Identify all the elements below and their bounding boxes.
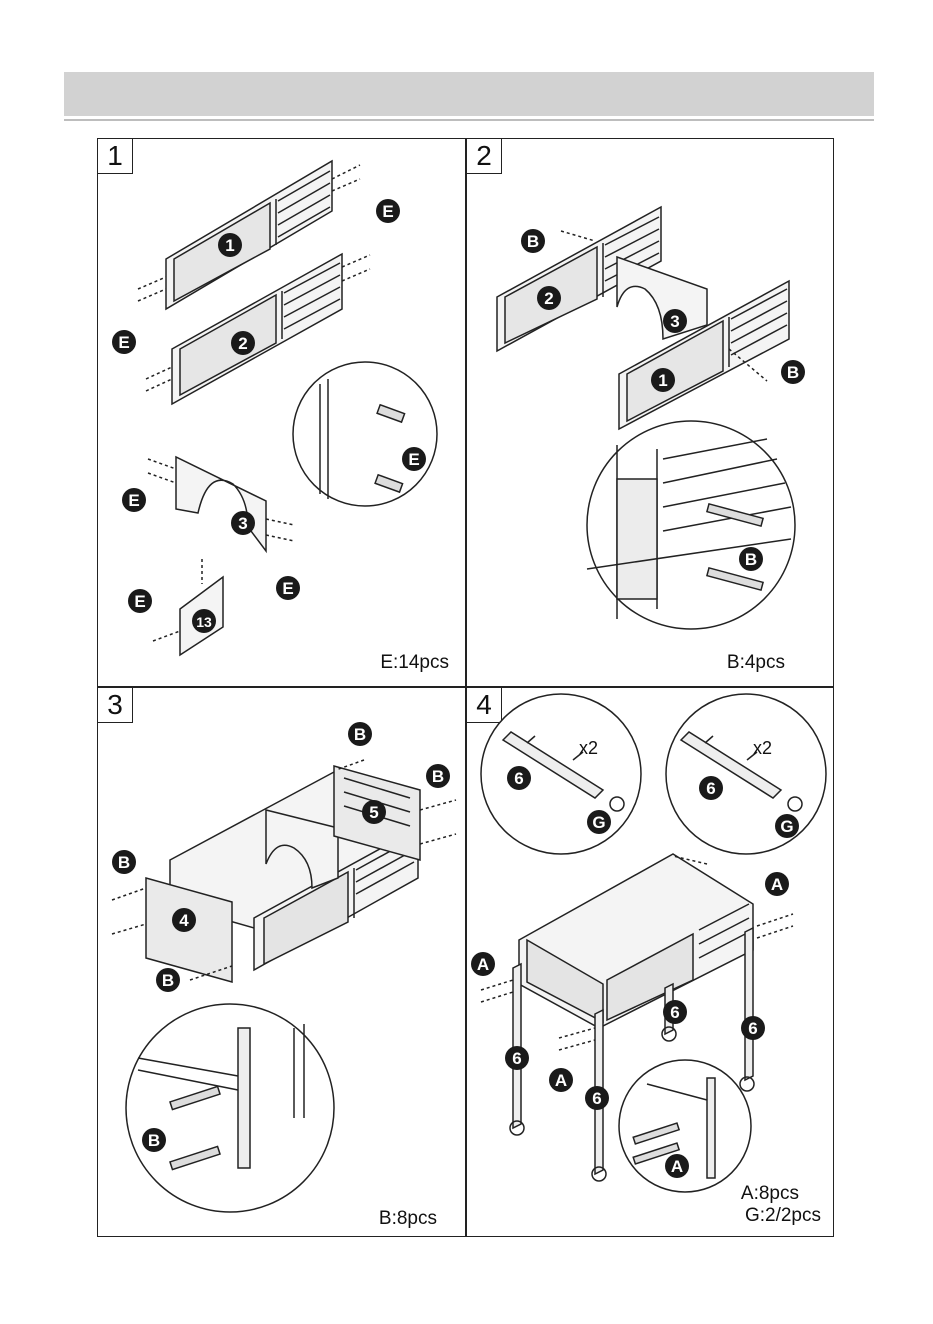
svg-text:5: 5 [369,803,378,822]
step-3-panel: 3 4 [98,688,465,1236]
step-1-panel: 1 [98,139,465,686]
board-3 [176,457,266,551]
detail-circle-3 [126,1004,334,1212]
step-2-quantity: B:4pcs [727,652,785,674]
svg-text:E: E [134,592,145,611]
detail-circle-1 [293,362,437,506]
step-3-illustration: 4 5 B B B B B [98,688,465,1236]
svg-text:x2: x2 [579,738,598,758]
svg-text:A: A [771,875,783,894]
svg-text:3: 3 [670,312,679,331]
svg-text:B: B [148,1131,160,1150]
svg-text:E: E [128,491,139,510]
svg-text:A: A [477,955,489,974]
step-4-panel: 4 [467,688,833,1236]
step-1-quantity: E:14pcs [380,652,449,674]
svg-text:A: A [555,1071,567,1090]
step-2-illustration: 2 3 1 B B B [467,139,833,686]
svg-text:E: E [118,333,129,352]
svg-text:6: 6 [592,1089,601,1108]
svg-text:6: 6 [512,1049,521,1068]
svg-text:B: B [432,767,444,786]
svg-text:B: B [162,971,174,990]
step-1-illustration: 1 2 3 13 E E E E E E [98,139,465,686]
svg-text:6: 6 [514,769,523,788]
step-4-quantity-a: A:8pcs [741,1183,821,1205]
step-4-illustration: x2 x2 6 G 6 G A A 6 6 6 A 6 A [467,688,833,1236]
step-2-panel: 2 2 3 1 B [467,139,833,686]
svg-text:13: 13 [196,614,212,630]
svg-text:3: 3 [238,514,247,533]
header-bar [64,72,874,116]
svg-text:G: G [780,817,793,836]
svg-text:G: G [592,813,605,832]
svg-text:B: B [787,363,799,382]
svg-text:2: 2 [544,289,553,308]
header-rule [64,119,874,121]
step-3-quantity: B:8pcs [379,1208,437,1230]
svg-text:1: 1 [658,371,667,390]
step-4-quantity: A:8pcs G:2/2pcs [741,1183,821,1227]
leg-back-right [745,928,753,1080]
board-2-glass [180,295,276,395]
svg-text:x2: x2 [753,738,772,758]
svg-text:6: 6 [706,779,715,798]
step-4-quantity-g: G:2/2pcs [741,1205,821,1227]
svg-text:B: B [354,725,366,744]
svg-text:1: 1 [225,236,234,255]
svg-text:E: E [382,202,393,221]
svg-text:B: B [745,550,757,569]
svg-text:2: 2 [238,334,247,353]
svg-text:A: A [671,1157,683,1176]
board-3-divider [617,257,707,339]
svg-text:4: 4 [179,911,189,930]
svg-text:6: 6 [748,1019,757,1038]
svg-text:E: E [408,450,419,469]
svg-text:B: B [118,853,130,872]
svg-text:B: B [527,232,539,251]
svg-text:6: 6 [670,1003,679,1022]
svg-text:E: E [282,579,293,598]
